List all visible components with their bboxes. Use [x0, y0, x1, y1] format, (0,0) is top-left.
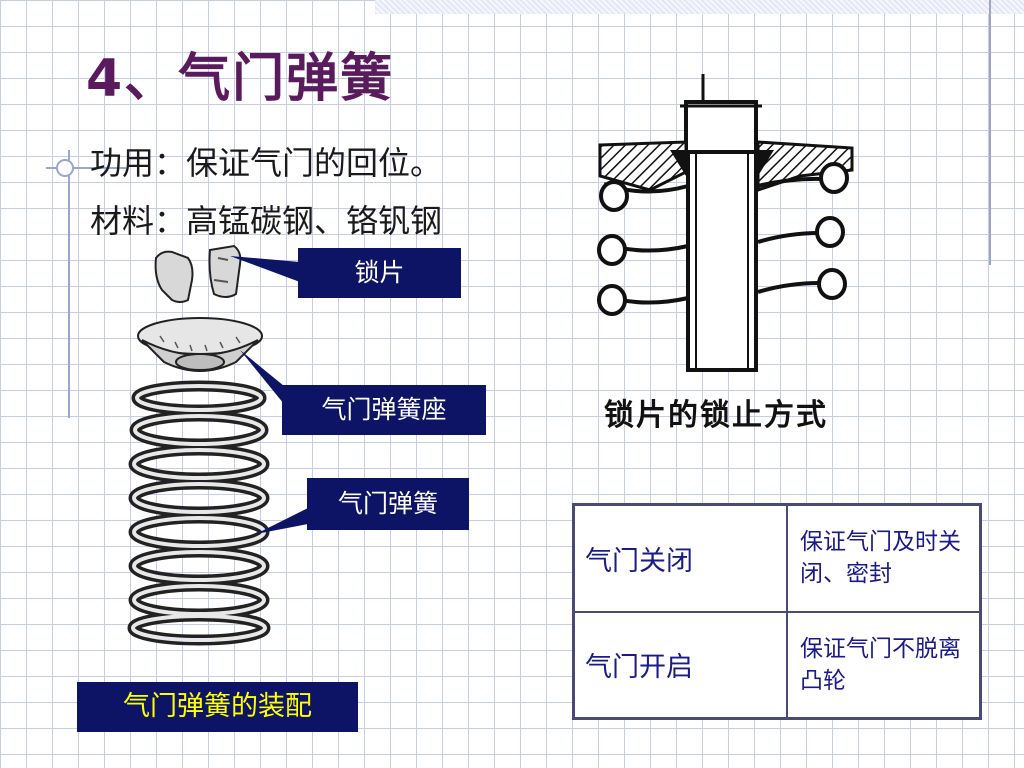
coil-spring-highlight	[131, 384, 267, 642]
spring-callout	[256, 508, 308, 534]
spring-label: 气门弹簧	[307, 478, 469, 530]
spring-seat	[137, 317, 263, 372]
spring-seat-label: 气门弹簧座	[282, 385, 486, 435]
state-cell: 气门关闭	[572, 503, 788, 613]
lock-method-caption: 锁片的锁止方式	[604, 398, 828, 433]
vertical-rule-left	[68, 150, 70, 418]
header-band	[375, 0, 1024, 14]
assembly-caption: 气门弹簧的装配	[77, 682, 358, 732]
lock-pieces	[154, 244, 242, 303]
retainer-left	[598, 140, 688, 192]
horizontal-rule	[46, 167, 126, 169]
stem-top	[684, 100, 758, 154]
effect-cell: 保证气门及时关闭、密封	[786, 503, 982, 613]
vertical-rule-right	[989, 0, 991, 265]
material-text: 材料：高锰碳钢、铬钒钢	[90, 202, 443, 240]
valve-function-table: 气门关闭 保证气门及时关闭、密封 气门开启 保证气门不脱离凸轮	[572, 503, 982, 720]
rule-circle	[56, 159, 74, 177]
table-row: 气门关闭 保证气门及时关闭、密封	[572, 503, 982, 613]
lock-piece-callout	[230, 256, 300, 282]
state-cell: 气门开启	[572, 610, 788, 720]
table-row: 气门开启 保证气门不脱离凸轮	[572, 610, 982, 720]
valve-stem	[686, 150, 758, 372]
function-text: 功用：保证气门的回位。	[90, 144, 443, 182]
lock-piece-label: 锁片	[298, 248, 461, 298]
spring-wire-sections	[597, 162, 849, 316]
effect-cell: 保证气门不脱离凸轮	[786, 610, 982, 720]
slide-title: 4、气门弹簧	[86, 49, 395, 109]
spring-seat-callout	[240, 350, 284, 404]
